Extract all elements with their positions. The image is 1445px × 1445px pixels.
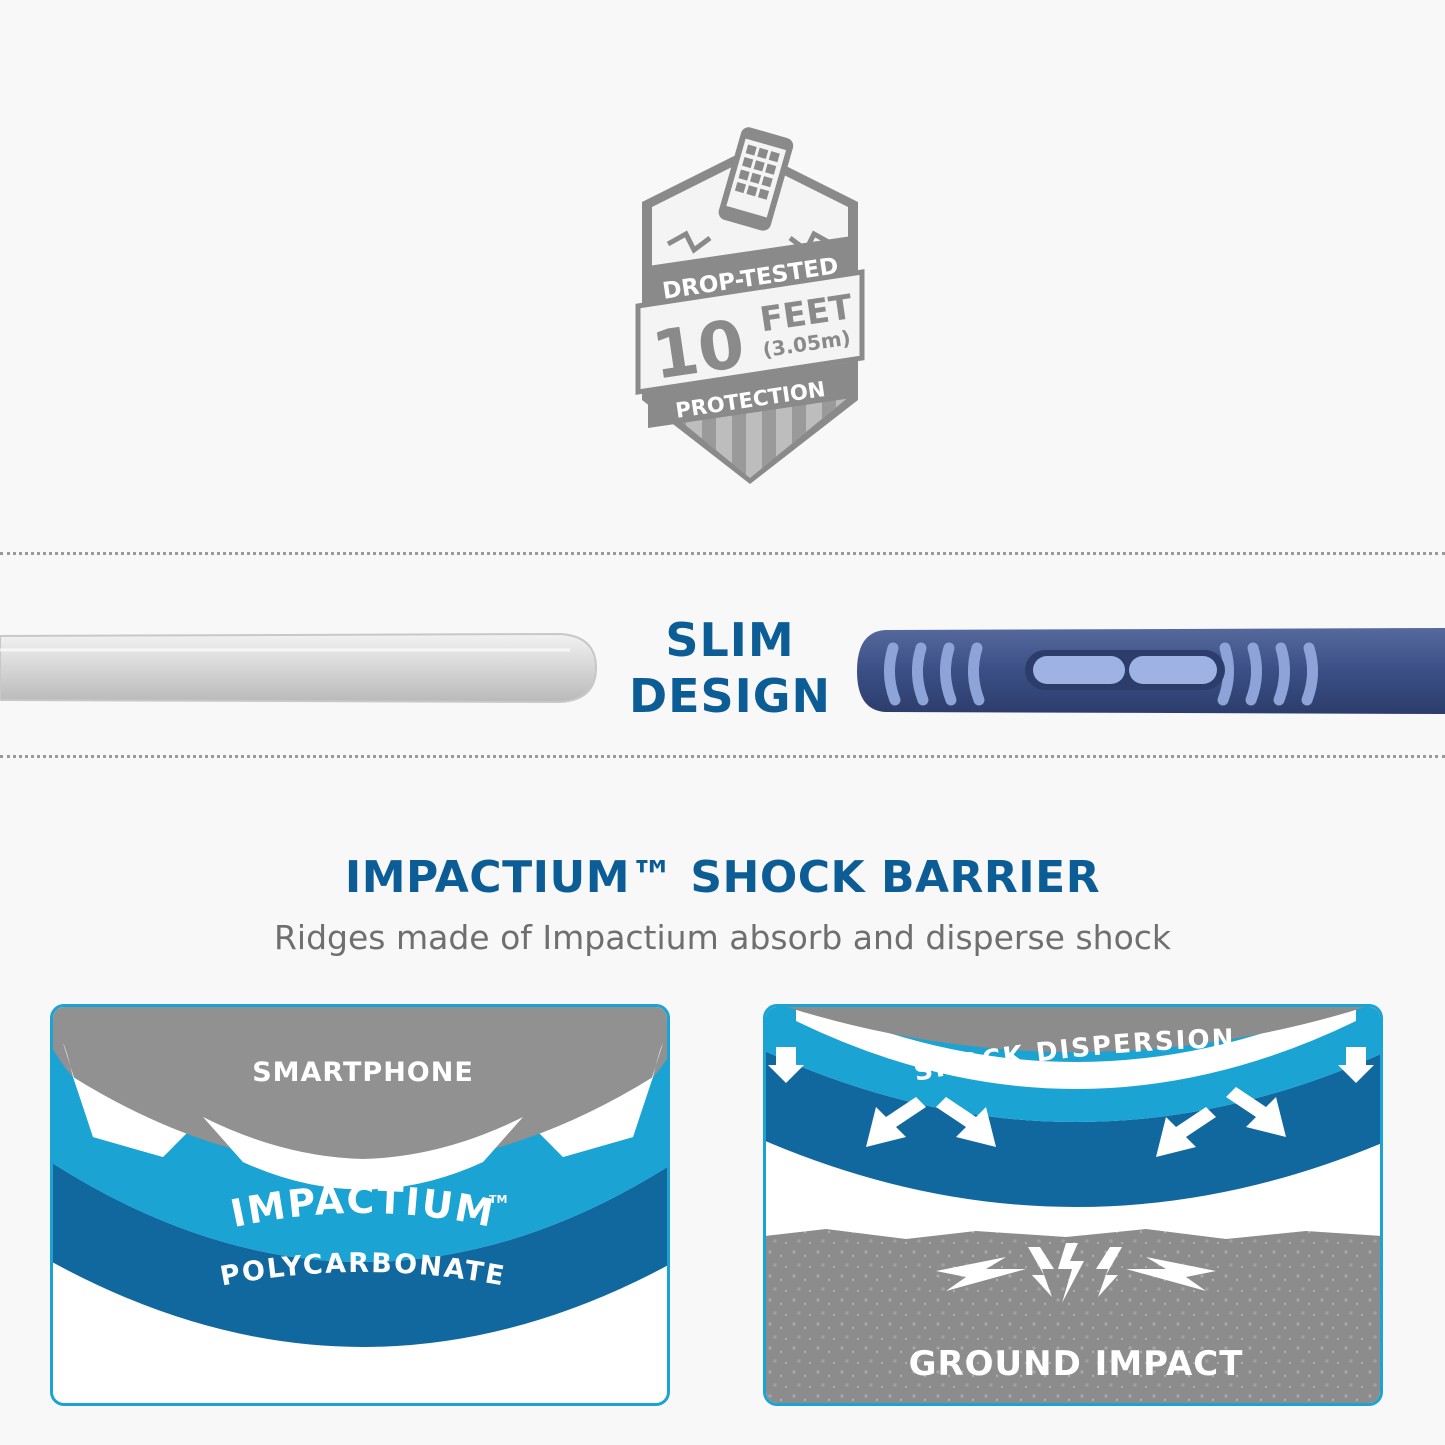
divider-bottom xyxy=(0,755,1445,758)
drop-tested-badge: DROP-TESTED 10 FEET (3.05m) PROTECTION xyxy=(635,127,865,484)
layers-panel: SMARTPHONE IMPACTIUM TM POLYCARBONATE xyxy=(50,1004,670,1406)
smartphone-label: SMARTPHONE xyxy=(252,1057,474,1088)
ground-impact-label: GROUND IMPACT xyxy=(909,1344,1244,1384)
dispersion-panel: SHOCK DISPERSION GROUND IMPACT xyxy=(763,1004,1383,1406)
dispersion-arrows-icon xyxy=(768,1047,1374,1157)
dispersion-diagram: SHOCK DISPERSION GROUND IMPACT xyxy=(766,1007,1380,1403)
divider-top xyxy=(0,552,1445,555)
phone-case-blue xyxy=(857,628,1445,714)
shock-barrier-subtitle: Ridges made of Impactium absorb and disp… xyxy=(273,918,1172,957)
phone-edge-white xyxy=(0,632,598,704)
layers-diagram: SMARTPHONE IMPACTIUM TM POLYCARBONATE xyxy=(53,1007,667,1347)
impactium-tm: TM xyxy=(489,1193,507,1206)
phone-drop-icon xyxy=(718,127,794,231)
slim-design-title: SLIM DESIGN xyxy=(600,612,860,724)
slim-line2: DESIGN xyxy=(628,669,832,723)
slim-line1: SLIM xyxy=(665,613,795,667)
shock-barrier-title: IMPACTIUM™ SHOCK BARRIER xyxy=(344,852,1101,903)
impact-bolt-icon xyxy=(936,1243,1216,1303)
